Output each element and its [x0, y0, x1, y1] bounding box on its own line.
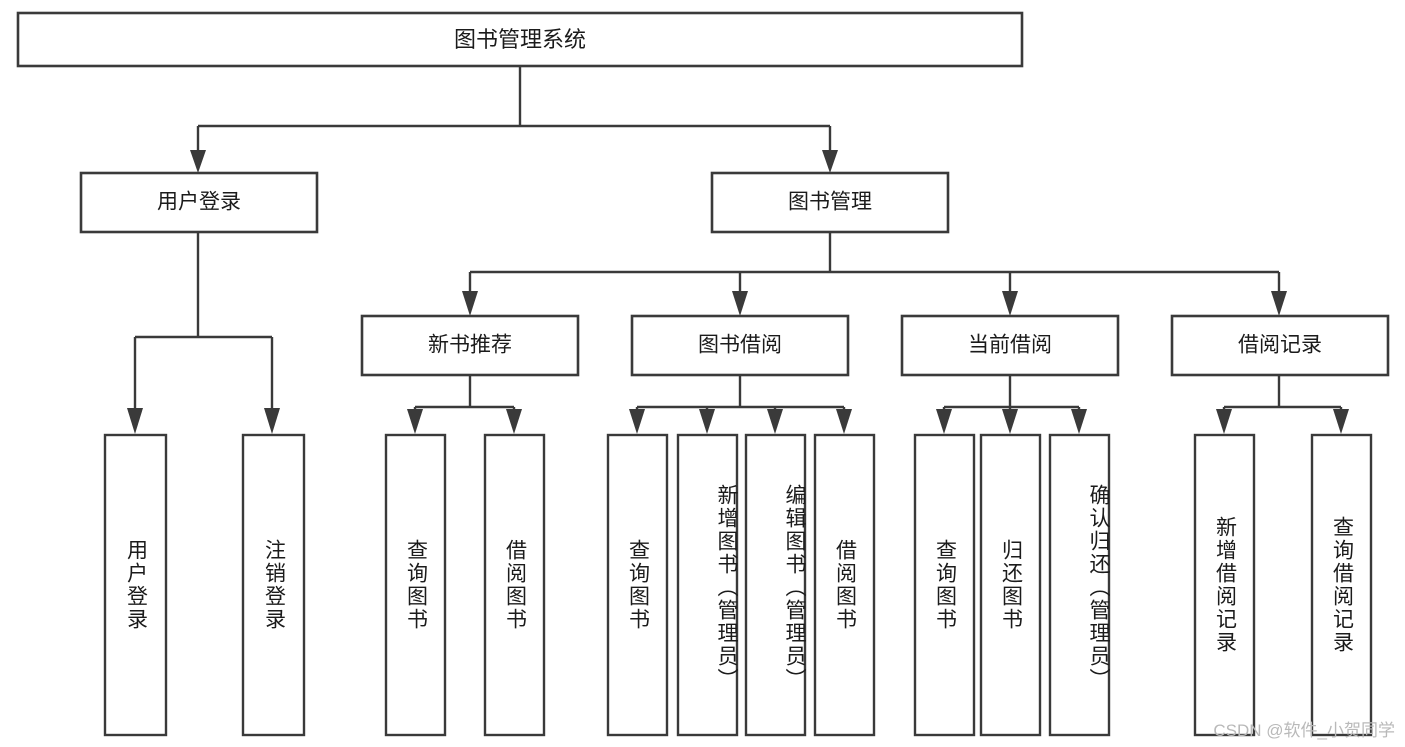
node-new-book-recommend[interactable]: 新书推荐	[360, 314, 580, 377]
arrowhead-current-borrow	[1002, 291, 1018, 316]
arrowhead-leaf-add-record	[1216, 409, 1232, 434]
node-book-manage-label: 图书管理	[788, 191, 872, 214]
leaf-boxes	[103, 433, 1373, 737]
node-book-borrow-box[interactable]	[630, 314, 850, 377]
arrowhead-leaf-query-book-1	[407, 409, 423, 434]
node-user-login-box[interactable]	[79, 171, 319, 234]
connector-group-book-manage	[462, 232, 1287, 316]
arrowhead-leaf-user-login	[127, 408, 143, 434]
node-borrow-record[interactable]: 借阅记录	[1170, 314, 1390, 377]
node-user-login-label: 用户登录	[157, 191, 241, 214]
connector-group-root	[190, 66, 838, 173]
leaf-query-book-2-box[interactable]	[606, 433, 669, 737]
node-root[interactable]: 图书管理系统	[16, 11, 1024, 68]
node-new-book-recommend-box[interactable]	[360, 314, 580, 377]
leaf-confirm-return-box[interactable]	[1048, 433, 1111, 737]
connector-group-book-borrow	[629, 375, 852, 434]
connector-group-new-book-recommend	[407, 375, 522, 434]
arrowhead-borrow-record	[1271, 291, 1287, 316]
arrowhead-leaf-query-record	[1333, 409, 1349, 434]
node-current-borrow[interactable]: 当前借阅	[900, 314, 1120, 377]
connector-group-borrow-record	[1216, 375, 1349, 434]
node-new-book-recommend-label: 新书推荐	[428, 334, 512, 357]
node-current-borrow-label: 当前借阅	[968, 334, 1052, 357]
node-user-login[interactable]: 用户登录	[79, 171, 319, 234]
leaf-add-book-box[interactable]	[676, 433, 739, 737]
leaf-borrow-book-2-box[interactable]	[813, 433, 876, 737]
watermark: CSDN @软件_小贺同学	[1213, 721, 1395, 740]
arrowhead-leaf-add-book	[699, 409, 715, 434]
arrowhead-leaf-borrow-book-2	[836, 409, 852, 434]
arrowhead-leaf-confirm-return	[1071, 409, 1087, 434]
leaf-logout-box[interactable]	[241, 433, 306, 737]
node-current-borrow-box[interactable]	[900, 314, 1120, 377]
node-borrow-record-label: 借阅记录	[1238, 334, 1322, 357]
arrowhead-leaf-edit-book	[767, 409, 783, 434]
arrowhead-new-book-recommend	[462, 291, 478, 316]
leaf-borrow-book-1-box[interactable]	[483, 433, 546, 737]
node-book-manage-box[interactable]	[710, 171, 950, 234]
leaf-query-book-3-box[interactable]	[913, 433, 976, 737]
connector-group-user-login	[127, 232, 280, 434]
arrowhead-leaf-logout	[264, 408, 280, 434]
connector-group-current-borrow	[936, 375, 1087, 434]
leaf-return-book-box[interactable]	[979, 433, 1042, 737]
arrowhead-user-login	[190, 150, 206, 173]
arrowhead-book-manage	[822, 150, 838, 173]
node-book-borrow-label: 图书借阅	[698, 334, 782, 357]
arrowhead-leaf-query-book-3	[936, 409, 952, 434]
arrowhead-leaf-return-book	[1002, 409, 1018, 434]
arrowhead-book-borrow	[732, 291, 748, 316]
leaf-edit-book-box[interactable]	[744, 433, 807, 737]
node-borrow-record-box[interactable]	[1170, 314, 1390, 377]
leaf-query-record-box[interactable]	[1310, 433, 1373, 737]
node-root-box[interactable]	[16, 11, 1024, 68]
node-root-label: 图书管理系统	[454, 27, 586, 52]
node-book-manage[interactable]: 图书管理	[710, 171, 950, 234]
leaf-add-record-box[interactable]	[1193, 433, 1256, 737]
leaf-user-login-box[interactable]	[103, 433, 168, 737]
leaf-query-book-1-box[interactable]	[384, 433, 447, 737]
arrowhead-leaf-borrow-book-1	[506, 409, 522, 434]
node-book-borrow[interactable]: 图书借阅	[630, 314, 850, 377]
arrowhead-leaf-query-book-2	[629, 409, 645, 434]
